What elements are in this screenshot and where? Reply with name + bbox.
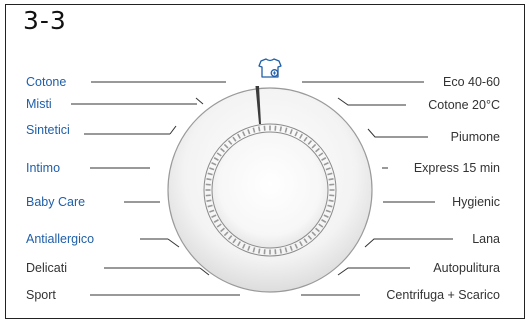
leader-line [168, 239, 179, 247]
dial-notch [329, 179, 334, 180]
dial-notch [280, 249, 281, 254]
dial-notch [206, 200, 211, 201]
leader-line [170, 126, 176, 134]
dial-notch [259, 126, 260, 131]
leader-line [338, 98, 406, 105]
leader-line [365, 239, 453, 247]
dial-notch [280, 126, 281, 131]
shirt-icon [259, 59, 281, 77]
leader-line [196, 98, 203, 104]
leader-line [368, 129, 428, 137]
dial-notch [206, 179, 211, 180]
dial-notch [259, 249, 260, 254]
leader-line [338, 268, 410, 275]
dial-notch [329, 200, 334, 201]
dial-knob-center[interactable] [212, 132, 328, 248]
